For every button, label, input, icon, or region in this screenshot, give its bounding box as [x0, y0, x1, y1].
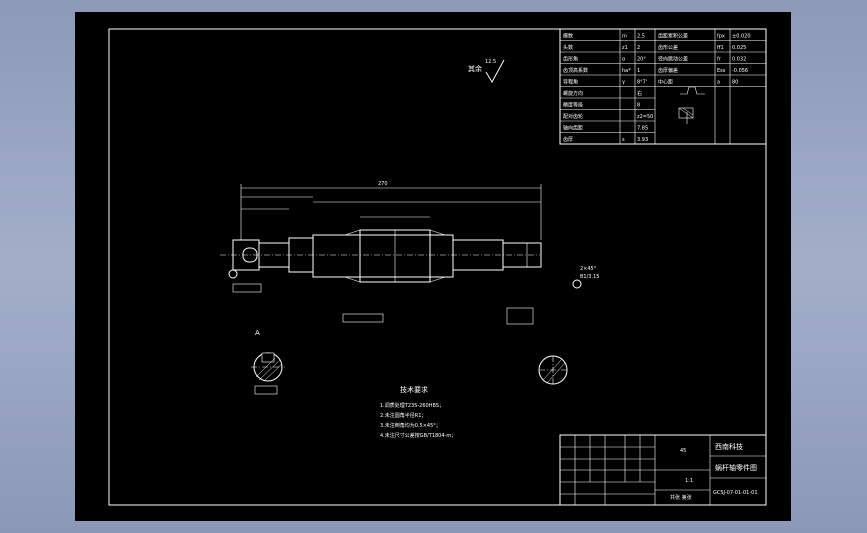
- title-material: 45: [680, 448, 686, 454]
- param-value: ±0.020: [732, 34, 751, 40]
- param-name: 齿厚偏差: [658, 67, 678, 74]
- param-value: 80: [732, 80, 738, 86]
- param-symbol: a: [717, 80, 720, 86]
- title-sheet-count: 共张 第张: [670, 494, 692, 501]
- keyway-left: [242, 247, 258, 263]
- roughness-note-text: 其余: [468, 64, 482, 73]
- section-view-left: A: [251, 329, 285, 395]
- datum-box-center: [342, 313, 384, 323]
- drawing-frame: [108, 28, 767, 506]
- tech-req-line: 4.未注尺寸公差按GB/T1804-m；: [380, 432, 456, 439]
- param-name: 齿距累积公差: [658, 33, 688, 40]
- param-value: 右: [637, 90, 642, 97]
- center-hole-note: B1/3.15: [580, 274, 599, 280]
- param-value: 3.93: [637, 137, 648, 143]
- param-value: 1: [637, 68, 640, 74]
- param-value: 7.85: [637, 126, 648, 132]
- cad-drawing: 模数 m 2.5 头数 z1 2 齿形角 α 20° 齿顶高系数 ha* 1 导程角 γ 8°7' 螺旋方向 右…: [108, 28, 767, 506]
- param-name: 配对齿轮: [563, 113, 583, 120]
- technical-requirements: 技术要求 1.调质处理T235-260HBS； 2.未注圆角半径R1； 3.未注倒角…: [380, 385, 456, 439]
- tech-req-title: 技术要求: [400, 385, 428, 394]
- param-name: 径向跳动公差: [658, 56, 688, 63]
- param-name: 头数: [563, 44, 573, 51]
- roughness-note: 其余 12.5: [468, 59, 505, 84]
- param-value: 8: [637, 103, 640, 109]
- param-name: 轴向齿距: [563, 125, 583, 132]
- overall-length-dim: 270: [378, 181, 388, 187]
- param-value: 2: [637, 45, 640, 51]
- worm-thread-section: [312, 234, 454, 278]
- param-value: z2=50: [637, 114, 653, 120]
- param-symbol: Ess: [717, 68, 726, 74]
- param-name: 精度等级: [563, 102, 583, 109]
- param-name: 模数: [563, 33, 573, 40]
- tech-req-line: 2.未注圆角半径R1；: [380, 412, 426, 419]
- title-school: 西南科技: [715, 442, 743, 451]
- param-symbol: ha*: [622, 68, 631, 74]
- param-value: -0.056: [732, 68, 748, 74]
- title-drawing-name: 蜗杆轴零件图: [715, 463, 757, 472]
- param-value: 20°: [637, 57, 646, 63]
- param-symbol: ff1: [717, 45, 724, 51]
- param-symbol: m: [622, 34, 627, 40]
- param-value: 8°7': [637, 80, 647, 86]
- tooth-profile-sketch: [678, 86, 705, 124]
- roughness-value: 12.5: [485, 59, 496, 65]
- tech-req-line: 3.未注倒角均为0.5×45°；: [380, 422, 441, 429]
- param-symbol: γ: [622, 80, 625, 86]
- section-view-right: [538, 355, 568, 385]
- parameter-table: 模数 m 2.5 头数 z1 2 齿形角 α 20° 齿顶高系数 ha* 1 导程角 γ 8°7' 螺旋方向 右…: [559, 28, 767, 145]
- chamfer-note: 2×45°: [580, 266, 597, 272]
- param-name: 齿形公差: [658, 44, 678, 51]
- param-name: 齿厚: [563, 137, 573, 143]
- datum-box-left: [232, 283, 262, 293]
- title-block: 西南科技 蜗杆轴零件图 GCSJ-07-01-01-01 45 共张 第张 1:…: [559, 434, 767, 506]
- param-symbol: α: [622, 57, 626, 63]
- worm-shaft-main-view: 270 2×45° B1/3.15: [220, 181, 599, 325]
- param-value: 0.025: [732, 45, 746, 51]
- param-symbol: z1: [622, 45, 628, 51]
- title-drawing-number: GCSJ-07-01-01-01: [713, 490, 758, 496]
- param-name: 中心距: [658, 79, 673, 86]
- param-value: 2.5: [637, 34, 645, 40]
- datum-box-right: [506, 307, 534, 325]
- param-name: 导程角: [563, 79, 578, 86]
- title-scale: 1:1: [685, 478, 693, 484]
- param-value: 0.032: [732, 57, 746, 63]
- tech-req-line: 1.调质处理T235-260HBS；: [380, 402, 444, 409]
- param-symbol: fr: [717, 57, 722, 63]
- param-name: 螺旋方向: [563, 90, 583, 97]
- drawing-viewport[interactable]: 模数 m 2.5 头数 z1 2 齿形角 α 20° 齿顶高系数 ha* 1 导程角 γ 8°7' 螺旋方向 右…: [75, 12, 791, 521]
- section-label: A: [255, 329, 260, 337]
- param-name: 齿形角: [563, 56, 578, 63]
- param-name: 齿顶高系数: [563, 67, 588, 74]
- param-symbol: fpx: [717, 34, 725, 40]
- param-symbol: s: [622, 137, 625, 143]
